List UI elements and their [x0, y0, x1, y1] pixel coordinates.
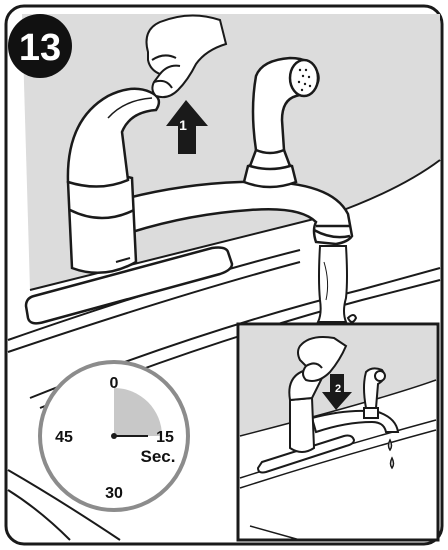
step-number: 13 [19, 27, 61, 69]
timer-unit: Sec. [141, 447, 176, 466]
arrow-push-label: 2 [335, 383, 341, 395]
arrow-lift-label: 1 [179, 117, 187, 133]
step-badge: 13 [8, 14, 72, 78]
inset-panel: 2 [238, 324, 438, 540]
timer-mark-left: 45 [55, 429, 73, 446]
timer-mark-bottom: 30 [105, 485, 123, 502]
timer-mark-right: 15 [156, 429, 174, 446]
stopwatch-icon: 0 15 Sec. 30 45 [40, 362, 188, 510]
timer-mark-top: 0 [110, 375, 119, 392]
